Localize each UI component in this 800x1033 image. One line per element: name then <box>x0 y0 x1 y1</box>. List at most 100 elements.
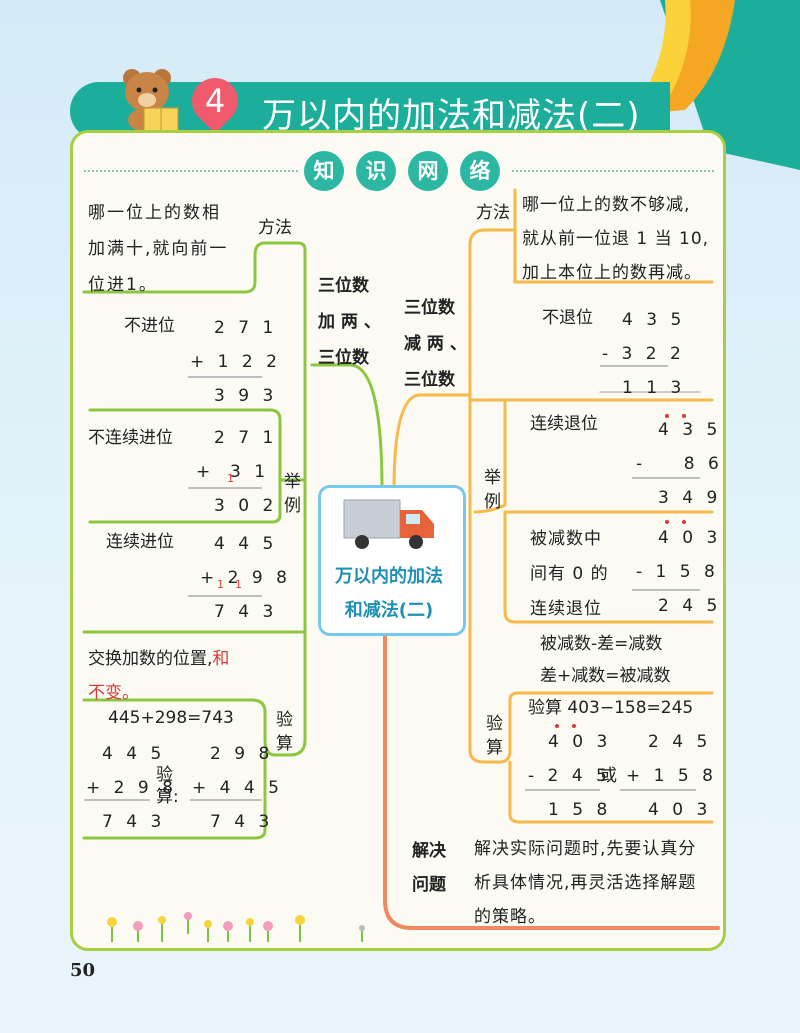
right-ex2-label: 连续退位 <box>530 414 598 434</box>
left-check-left-b: + 2 9 8 <box>86 778 177 798</box>
left-ex3-a: 4 4 5 <box>214 534 278 554</box>
borrow-dot <box>665 414 669 418</box>
right-branch-title: 三位数 减 两 、 三位数 <box>404 290 467 398</box>
right-example-label-1: 举 <box>484 468 501 488</box>
right-check-left-result: 1 5 8 <box>548 800 612 820</box>
right-check-or: 或 <box>600 766 617 786</box>
right-check-left-a: 4 0 3 <box>548 732 612 752</box>
right-check-label-2: 算 <box>486 738 503 758</box>
left-ex2-sign: + <box>196 462 215 482</box>
center-topic-box <box>318 485 466 636</box>
right-example-label: 举 例 <box>484 466 501 514</box>
page-title: 万以内的加法和减法(二) <box>262 96 641 136</box>
left-ex3-b: + 2 9 8 <box>200 568 291 588</box>
right-branch-title-line1: 三位数 <box>404 298 455 318</box>
right-ex2-result: 3 4 9 <box>658 488 722 508</box>
left-method-line1: 哪一位上的数相 <box>88 203 221 223</box>
bear-reading-icon <box>123 69 179 133</box>
section-char-4: 络 <box>460 151 500 191</box>
left-example-label-2: 例 <box>284 496 301 516</box>
left-check-label: 验 算 <box>276 708 293 756</box>
right-method-line3: 加上本位上的数再减。 <box>522 263 702 283</box>
right-ex2-b: - 8 6 <box>636 454 723 474</box>
right-ex3-b: - 1 5 8 <box>636 562 719 582</box>
left-example-label-1: 举 <box>284 472 301 492</box>
left-ex2-result: 3 0 2 <box>214 496 278 516</box>
right-ex3-label-3: 连续退位 <box>530 599 602 619</box>
solve-label: 解决 问题 <box>412 834 446 902</box>
right-method-line1: 哪一位上的数不够减, <box>522 195 691 215</box>
right-check-equation: 验算 403−158=245 <box>528 698 694 718</box>
left-check-equation: 445+298=743 <box>108 708 234 728</box>
page-number: 50 <box>70 960 96 981</box>
right-check-right-b: + 1 5 8 <box>626 766 717 786</box>
left-check-mid-2: 算: <box>156 787 179 807</box>
left-check-label-1: 验 <box>276 710 293 730</box>
solve-label-1: 解决 <box>412 841 446 861</box>
right-ex1-result: 1 1 3 <box>622 378 686 398</box>
left-swap-rule: 交换加数的位置,和 不变。 <box>88 642 229 710</box>
right-check-left-b: - 2 4 5 <box>528 766 611 786</box>
left-method-line2: 加满十,就向前一 <box>88 239 229 259</box>
center-title-line1: 万以内的加法 <box>335 566 443 587</box>
solve-label-2: 问题 <box>412 875 446 895</box>
right-check-label: 验 算 <box>486 712 503 760</box>
left-method-label: 方法 <box>258 218 292 238</box>
left-check-right-a: 2 9 8 <box>210 744 274 764</box>
borrow-dot <box>555 724 559 728</box>
left-check-mid: 验 算: <box>156 764 179 808</box>
right-check-label-1: 验 <box>486 714 503 734</box>
left-ex1-result: 3 9 3 <box>214 386 278 406</box>
right-rule-2: 差+减数=被减数 <box>540 666 671 686</box>
solve-text-line1: 解决实际问题时,先要认真分 <box>474 839 697 859</box>
flowers-decoration <box>107 912 365 942</box>
borrow-dot <box>682 414 686 418</box>
left-ex3-carry2: 1 <box>235 578 242 591</box>
left-check-label-2: 算 <box>276 734 293 754</box>
left-ex3-result: 7 4 3 <box>214 602 278 622</box>
right-check-right-a: 2 4 5 <box>648 732 712 752</box>
left-check-right-result: 7 4 3 <box>210 812 274 832</box>
right-method-text: 哪一位上的数不够减, 就从前一位退 1 当 10, 加上本位上的数再减。 <box>522 188 709 290</box>
section-char-1: 知 <box>304 151 344 191</box>
left-branch-title: 三位数 加 两 、 三位数 <box>318 268 381 376</box>
section-char-2: 识 <box>356 151 396 191</box>
left-example-label: 举 例 <box>284 470 301 518</box>
right-ex1-b: - 3 2 2 <box>602 344 685 364</box>
right-example-label-2: 例 <box>484 492 501 512</box>
borrow-dot <box>665 520 669 524</box>
right-branch-title-line2: 减 两 、 <box>404 334 467 354</box>
borrow-dot <box>682 520 686 524</box>
left-check-mid-1: 验 <box>156 765 173 785</box>
left-ex1-a: 2 7 1 <box>214 318 278 338</box>
left-ex2-label: 不连续进位 <box>88 428 173 448</box>
right-ex3-label: 被减数中 间有 0 的 连续退位 <box>530 522 609 627</box>
left-swap-text-red2: 不变。 <box>88 683 139 703</box>
solve-text-line3: 的策略。 <box>474 907 546 927</box>
left-ex2-b: 3 1 <box>230 462 270 482</box>
left-branch-title-line1: 三位数 <box>318 276 369 296</box>
left-swap-text: 交换加数的位置, <box>88 649 213 669</box>
left-method-text: 哪一位上的数相 加满十,就向前一 位进1。 <box>88 195 228 303</box>
right-ex1-a: 4 3 5 <box>622 310 686 330</box>
left-ex3-label: 连续进位 <box>106 532 174 552</box>
right-rule-1: 被减数-差=减数 <box>540 634 663 654</box>
section-char-3: 网 <box>408 151 448 191</box>
right-branch-title-line3: 三位数 <box>404 370 455 390</box>
left-branch-title-line3: 三位数 <box>318 348 369 368</box>
right-ex3-result: 2 4 5 <box>658 596 722 616</box>
left-branch-title-line2: 加 两 、 <box>318 312 381 332</box>
center-title-line2: 和减法(二) <box>344 600 434 621</box>
truck-icon <box>343 499 434 549</box>
left-check-left-a: 4 4 5 <box>102 744 166 764</box>
right-ex3-label-1: 被减数中 <box>530 529 602 549</box>
right-method-line2: 就从前一位退 1 当 10, <box>522 229 710 249</box>
solve-text: 解决实际问题时,先要认真分 析具体情况,再灵活选择解题 的策略。 <box>474 832 696 934</box>
left-ex3-carry1: 1 <box>217 578 224 591</box>
center-topic-title: 万以内的加法 和减法(二) <box>322 560 456 628</box>
right-method-label: 方法 <box>476 203 510 223</box>
left-check-right-b: + 4 4 5 <box>192 778 283 798</box>
right-ex3-a: 4 0 3 <box>658 528 722 548</box>
left-ex1-b: + 1 2 2 <box>190 352 281 372</box>
